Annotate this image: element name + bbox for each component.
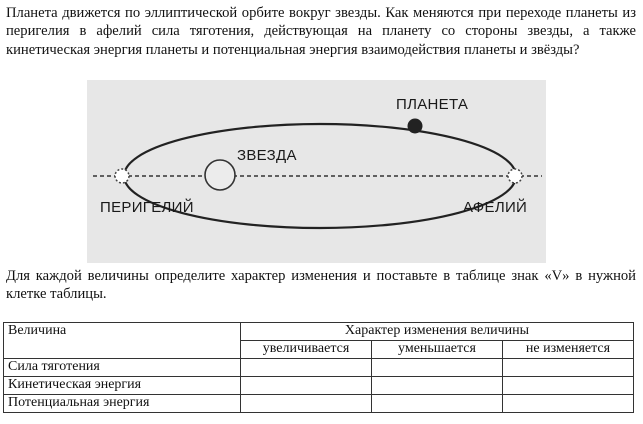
planet-label: ПЛАНЕТА: [396, 96, 468, 113]
answer-cell-kinetic-decreases[interactable]: [371, 376, 503, 395]
table-header-row: Величина Характер изменения величины: [3, 322, 634, 359]
answer-cell-gravity-decreases[interactable]: [371, 358, 503, 377]
task-text: Для каждой величины определите характер …: [6, 268, 636, 303]
option-increases: увеличивается: [240, 340, 372, 359]
aphelion-label: АФЕЛИЙ: [463, 198, 527, 216]
row-label-kinetic: Кинетическая энергия: [3, 376, 241, 395]
answer-cell-potential-increases[interactable]: [240, 394, 372, 413]
aphelion-point-icon: [507, 168, 523, 184]
answer-cell-kinetic-unchanged[interactable]: [502, 376, 634, 395]
perihelion-point-icon: [114, 168, 130, 184]
star-label: ЗВЕЗДА: [237, 147, 297, 164]
option-decreases: уменьшается: [371, 340, 503, 359]
orbit-figure: ПЛАНЕТА ЗВЕЗДА ПЕРИГЕЛИЙ АФЕЛИЙ: [87, 80, 546, 263]
header-change: Характер изменения величины: [240, 322, 634, 341]
answer-cell-gravity-increases[interactable]: [240, 358, 372, 377]
planet-icon: [407, 118, 423, 134]
row-label-potential: Потенциальная энергия: [3, 394, 241, 413]
question-text: Планета движется по эллиптической орбите…: [6, 5, 636, 58]
table-row: Потенциальная энергия: [3, 394, 634, 413]
answer-table: Величина Характер изменения величины уве…: [3, 322, 634, 413]
orbit-diagram: ПЛАНЕТА ЗВЕЗДА ПЕРИГЕЛИЙ АФЕЛИЙ: [93, 96, 542, 230]
header-quantity: Величина: [3, 322, 241, 359]
perihelion-label: ПЕРИГЕЛИЙ: [100, 198, 194, 216]
table-row: Кинетическая энергия: [3, 376, 634, 395]
answer-cell-potential-unchanged[interactable]: [502, 394, 634, 413]
table-row: Сила тяготения: [3, 358, 634, 377]
star-icon: [204, 159, 236, 191]
answer-cell-potential-decreases[interactable]: [371, 394, 503, 413]
row-label-gravity: Сила тяготения: [3, 358, 241, 377]
option-unchanged: не изменяется: [502, 340, 634, 359]
answer-cell-gravity-unchanged[interactable]: [502, 358, 634, 377]
table-options-row: увеличивается уменьшается не изменяется: [4, 340, 634, 359]
answer-cell-kinetic-increases[interactable]: [240, 376, 372, 395]
